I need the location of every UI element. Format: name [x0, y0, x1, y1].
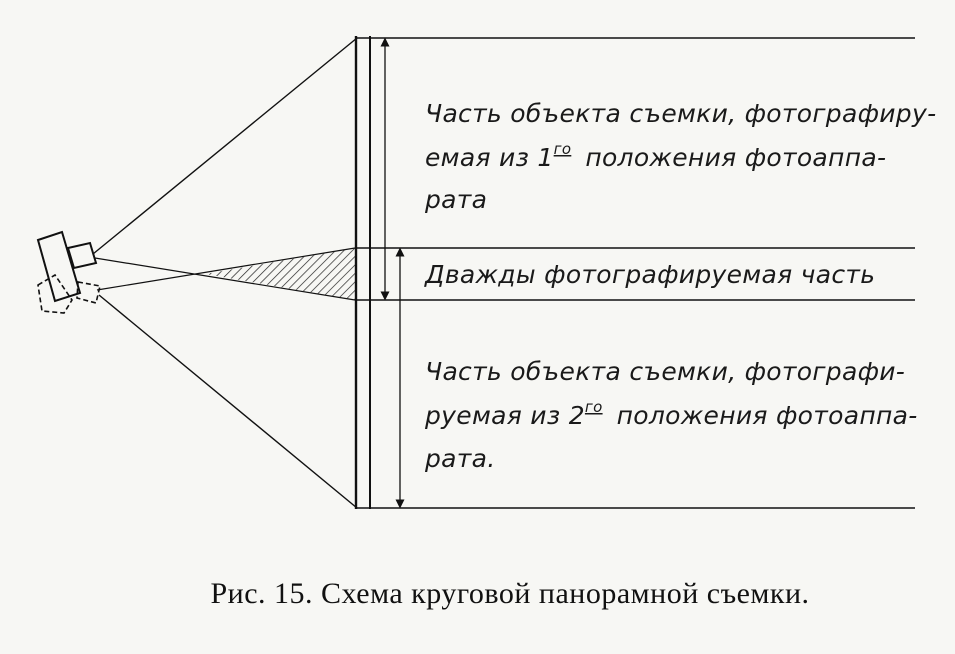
overlap-hatched-area [205, 248, 355, 300]
section-boundaries [356, 37, 915, 509]
upper-section-line-2: емая из 1го положения фотоаппа- [425, 140, 886, 172]
upper-section-line-3: рата [424, 185, 487, 214]
lower-section-line-3: рата. [424, 444, 496, 473]
figure-caption: Рис. 15. Схема круговой панорамной съемк… [210, 577, 810, 610]
overlap-label: Дважды фотографируемая часть [424, 260, 875, 289]
upper-section-line-1: Часть объекта съемки, фотографиру- [425, 99, 936, 128]
lower-section-line-2-rest: положения фотоаппа- [617, 401, 918, 430]
upper-section-line-2-rest: положения фотоаппа- [585, 143, 886, 172]
camera-position-2-icon [37, 273, 101, 314]
lower-section-line-2: руемая из 2го положения фотоаппа- [424, 398, 918, 430]
upper-section-line-2-prefix: емая из 1 [425, 143, 554, 172]
view-rays [92, 37, 358, 509]
camera-position-1-icon [36, 230, 98, 303]
upper-position-suffix: го [554, 140, 572, 158]
dimension-arrows [380, 37, 405, 509]
lower-position-suffix: го [585, 398, 603, 416]
lower-section-line-2-prefix: руемая из 2 [424, 401, 585, 430]
lower-section-line-1: Часть объекта съемки, фотографи- [425, 357, 905, 386]
object-plane [354, 36, 371, 509]
